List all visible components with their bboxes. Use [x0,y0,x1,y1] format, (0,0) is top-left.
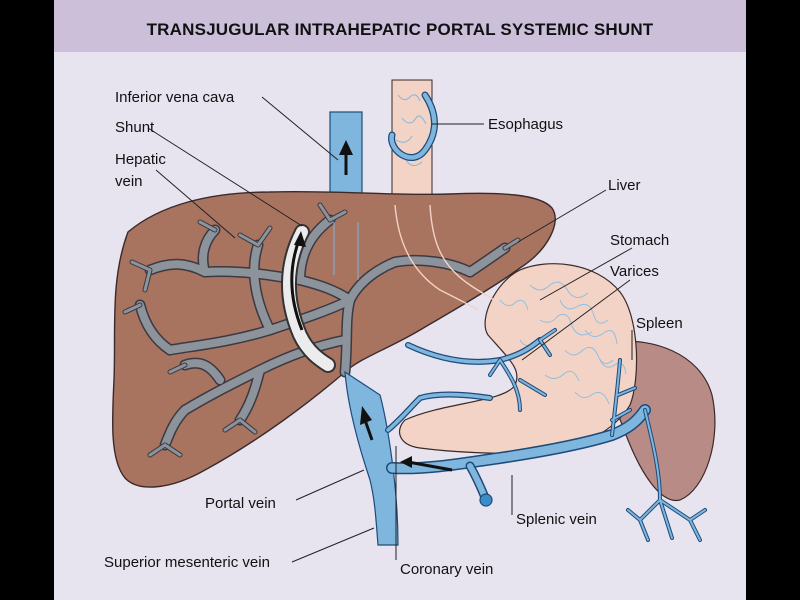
splenic-vein [386,404,707,542]
label-hepatic-vein-1: Hepatic [115,151,166,168]
coronary-vein [385,328,637,437]
hepatic-vessel-tree [122,202,521,458]
portal-vein [344,370,399,546]
shunt-flow-arrow [290,239,304,331]
label-varices: Varices [610,263,659,280]
label-hepatic-vein-2: vein [115,173,143,190]
leader-lines [147,96,633,563]
label-splenic-vein: Splenic vein [516,511,597,528]
shunt-stent [281,224,336,373]
title-bar: TRANSJUGULAR INTRAHEPATIC PORTAL SYSTEMI… [54,0,746,52]
portal-flow-arrowhead [360,406,372,425]
label-coronary-vein: Coronary vein [400,561,493,578]
label-liver: Liver [608,177,641,194]
label-superior-mesenteric-vein: Superior mesenteric vein [104,554,270,571]
label-spleen: Spleen [636,315,683,332]
diagram-title: TRANSJUGULAR INTRAHEPATIC PORTAL SYSTEMI… [146,20,654,39]
splenic-flow-arrowhead [400,456,412,468]
label-esophagus: Esophagus [488,116,563,133]
shunt-arrowhead [294,231,306,247]
label-inferior-vena-cava: Inferior vena cava [115,89,235,106]
label-stomach: Stomach [610,232,669,249]
label-shunt: Shunt [115,119,155,136]
through-liver-lines [333,204,495,311]
flow-arrowhead [339,140,353,155]
label-portal-vein: Portal vein [205,495,276,512]
esophagus [388,79,438,206]
